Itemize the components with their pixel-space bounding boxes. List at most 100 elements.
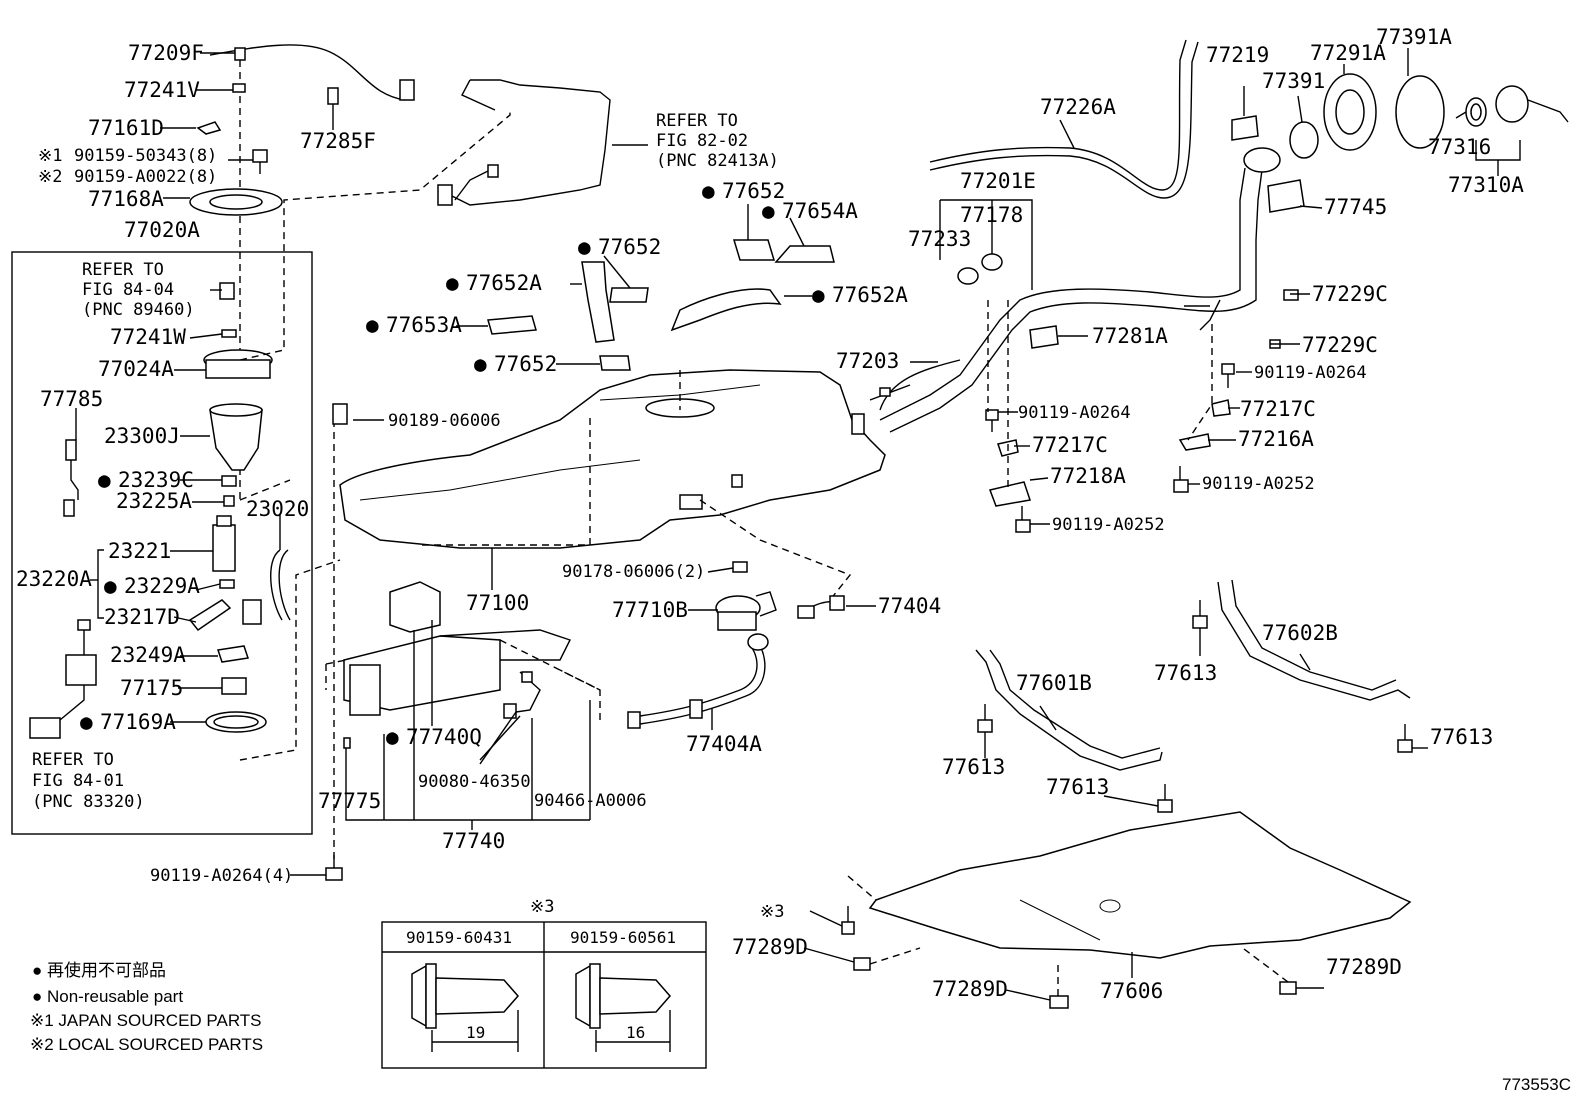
label-23239c[interactable]: 23239C — [118, 468, 194, 492]
marker-77652a-a: ● — [446, 271, 459, 295]
label-77281a[interactable]: 77281A — [1092, 324, 1168, 348]
note3-marker-a: ※3 — [760, 902, 784, 922]
cap-77310a — [1495, 85, 1529, 123]
label-77289d-a[interactable]: 77289D — [732, 935, 808, 959]
label-77602b[interactable]: 77602B — [1262, 621, 1338, 645]
label-77613-c[interactable]: 77613 — [942, 755, 1005, 779]
label-77404[interactable]: 77404 — [878, 594, 941, 618]
pad-77652-b — [609, 287, 649, 303]
label-77161d[interactable]: 77161D — [88, 116, 164, 140]
label-77218a[interactable]: 77218A — [1050, 464, 1126, 488]
label-77775[interactable]: 77775 — [318, 789, 381, 813]
label-77020a[interactable]: 77020A — [124, 218, 200, 242]
label-77785[interactable]: 77785 — [40, 387, 103, 411]
label-90119-a0264-a[interactable]: 90119-A0264 — [1254, 363, 1367, 383]
label-77391a[interactable]: 77391A — [1376, 25, 1452, 49]
table-length-2: 16 — [626, 1023, 645, 1042]
refer-84-01-l3: (PNC 83320) — [32, 792, 145, 812]
label-77289d-c[interactable]: 77289D — [1326, 955, 1402, 979]
label-77209f[interactable]: 77209F — [128, 41, 204, 65]
label-77168a[interactable]: 77168A — [88, 187, 164, 211]
label-77391[interactable]: 77391 — [1262, 69, 1325, 93]
label-77229c-a[interactable]: 77229C — [1312, 282, 1388, 306]
pad-77652-a — [732, 239, 776, 261]
pump-assembly-box — [11, 251, 313, 835]
figure-code: 773553C — [1502, 1075, 1571, 1094]
label-77740q[interactable]: 77740Q — [406, 725, 482, 749]
label-77710b[interactable]: 77710B — [612, 598, 688, 622]
label-90119-a0264-4[interactable]: 90119-A0264(4) — [150, 866, 293, 886]
label-77226a[interactable]: 77226A — [1040, 95, 1116, 119]
lid-77391a — [1395, 75, 1445, 149]
label-77316[interactable]: 77316 — [1428, 135, 1491, 159]
label-77291a[interactable]: 77291A — [1310, 41, 1386, 65]
clip-77219 — [1231, 115, 1259, 141]
label-23217d[interactable]: 23217D — [104, 605, 180, 629]
label-23221[interactable]: 23221 — [108, 539, 171, 563]
label-77024a[interactable]: 77024A — [98, 357, 174, 381]
label-77310a[interactable]: 77310A — [1448, 173, 1524, 197]
filter-23300j — [209, 409, 263, 471]
label-77217c-b[interactable]: 77217C — [1032, 433, 1108, 457]
marker-77652-a: ● — [702, 179, 715, 203]
label-90189-06006[interactable]: 90189-06006 — [388, 411, 501, 431]
label-23220a[interactable]: 23220A — [16, 567, 92, 591]
refer-82-02-l2: FIG 82-02 — [656, 131, 748, 151]
table-part-1[interactable]: 90159-60431 — [406, 928, 512, 947]
label-77216a[interactable]: 77216A — [1238, 427, 1314, 451]
label-90119-a0264-b[interactable]: 90119-A0264 — [1018, 403, 1131, 423]
label-77203[interactable]: 77203 — [836, 349, 899, 373]
label-77606[interactable]: 77606 — [1100, 979, 1163, 1003]
label-23300j[interactable]: 23300J — [104, 424, 180, 448]
label-77653a[interactable]: 77653A — [386, 313, 462, 337]
label-77404a[interactable]: 77404A — [686, 732, 762, 756]
label-77100[interactable]: 77100 — [466, 591, 529, 615]
label-23249a[interactable]: 23249A — [110, 643, 186, 667]
refer-84-04-l3: (PNC 89460) — [82, 300, 195, 320]
label-77285f[interactable]: 77285F — [300, 129, 376, 153]
bolt-table — [381, 921, 707, 1069]
label-23020[interactable]: 23020 — [246, 497, 309, 521]
label-77652a-b[interactable]: 77652A — [832, 283, 908, 307]
label-90159-50343[interactable]: 90159-50343(8) — [74, 146, 217, 166]
label-23229a[interactable]: 23229A — [124, 574, 200, 598]
label-23225a[interactable]: 23225A — [116, 489, 192, 513]
label-90159-a0022[interactable]: 90159-A0022(8) — [74, 167, 217, 187]
label-90466-a0006[interactable]: 90466-A0006 — [534, 791, 647, 811]
marker-77169a: ● — [80, 710, 93, 734]
label-77654a[interactable]: 77654A — [782, 199, 858, 223]
label-90119-a0252-b[interactable]: 90119-A0252 — [1052, 515, 1165, 535]
label-90178-06006[interactable]: 90178-06006(2) — [562, 562, 705, 582]
bracket-77218a — [988, 481, 1031, 507]
label-90119-a0252-a[interactable]: 90119-A0252 — [1202, 474, 1315, 494]
label-77740[interactable]: 77740 — [442, 829, 505, 853]
legend-line-1: ● 再使用不可部品 — [32, 960, 166, 980]
label-77219[interactable]: 77219 — [1206, 43, 1269, 67]
label-77233[interactable]: 77233 — [908, 227, 971, 251]
label-77217c-a[interactable]: 77217C — [1240, 397, 1316, 421]
bolt-90119-a0264 — [325, 867, 343, 881]
label-77175[interactable]: 77175 — [120, 676, 183, 700]
fuel-tank-77100 — [339, 369, 886, 549]
label-77652-a[interactable]: 77652 — [722, 179, 785, 203]
label-77652-c[interactable]: 77652 — [494, 352, 557, 376]
label-77601b[interactable]: 77601B — [1016, 671, 1092, 695]
label-77613-a[interactable]: 77613 — [1154, 661, 1217, 685]
label-77652a-a[interactable]: 77652A — [466, 271, 542, 295]
label-77652-b[interactable]: 77652 — [598, 235, 661, 259]
label-77201e[interactable]: 77201E — [960, 169, 1036, 193]
label-77241w[interactable]: 77241W — [110, 325, 186, 349]
table-part-2[interactable]: 90159-60561 — [570, 928, 676, 947]
under-cover-77606 — [868, 811, 1412, 959]
label-77289d-b[interactable]: 77289D — [932, 977, 1008, 1001]
label-90080-46350[interactable]: 90080-46350 — [418, 772, 531, 792]
label-77229c-b[interactable]: 77229C — [1302, 333, 1378, 357]
label-77178[interactable]: 77178 — [960, 203, 1023, 227]
label-77169a[interactable]: 77169A — [100, 710, 176, 734]
label-77241v[interactable]: 77241V — [124, 78, 200, 102]
note1-marker: ※1 — [38, 146, 62, 166]
label-77613-d[interactable]: 77613 — [1046, 775, 1109, 799]
label-77745[interactable]: 77745 — [1324, 195, 1387, 219]
label-77613-b[interactable]: 77613 — [1430, 725, 1493, 749]
